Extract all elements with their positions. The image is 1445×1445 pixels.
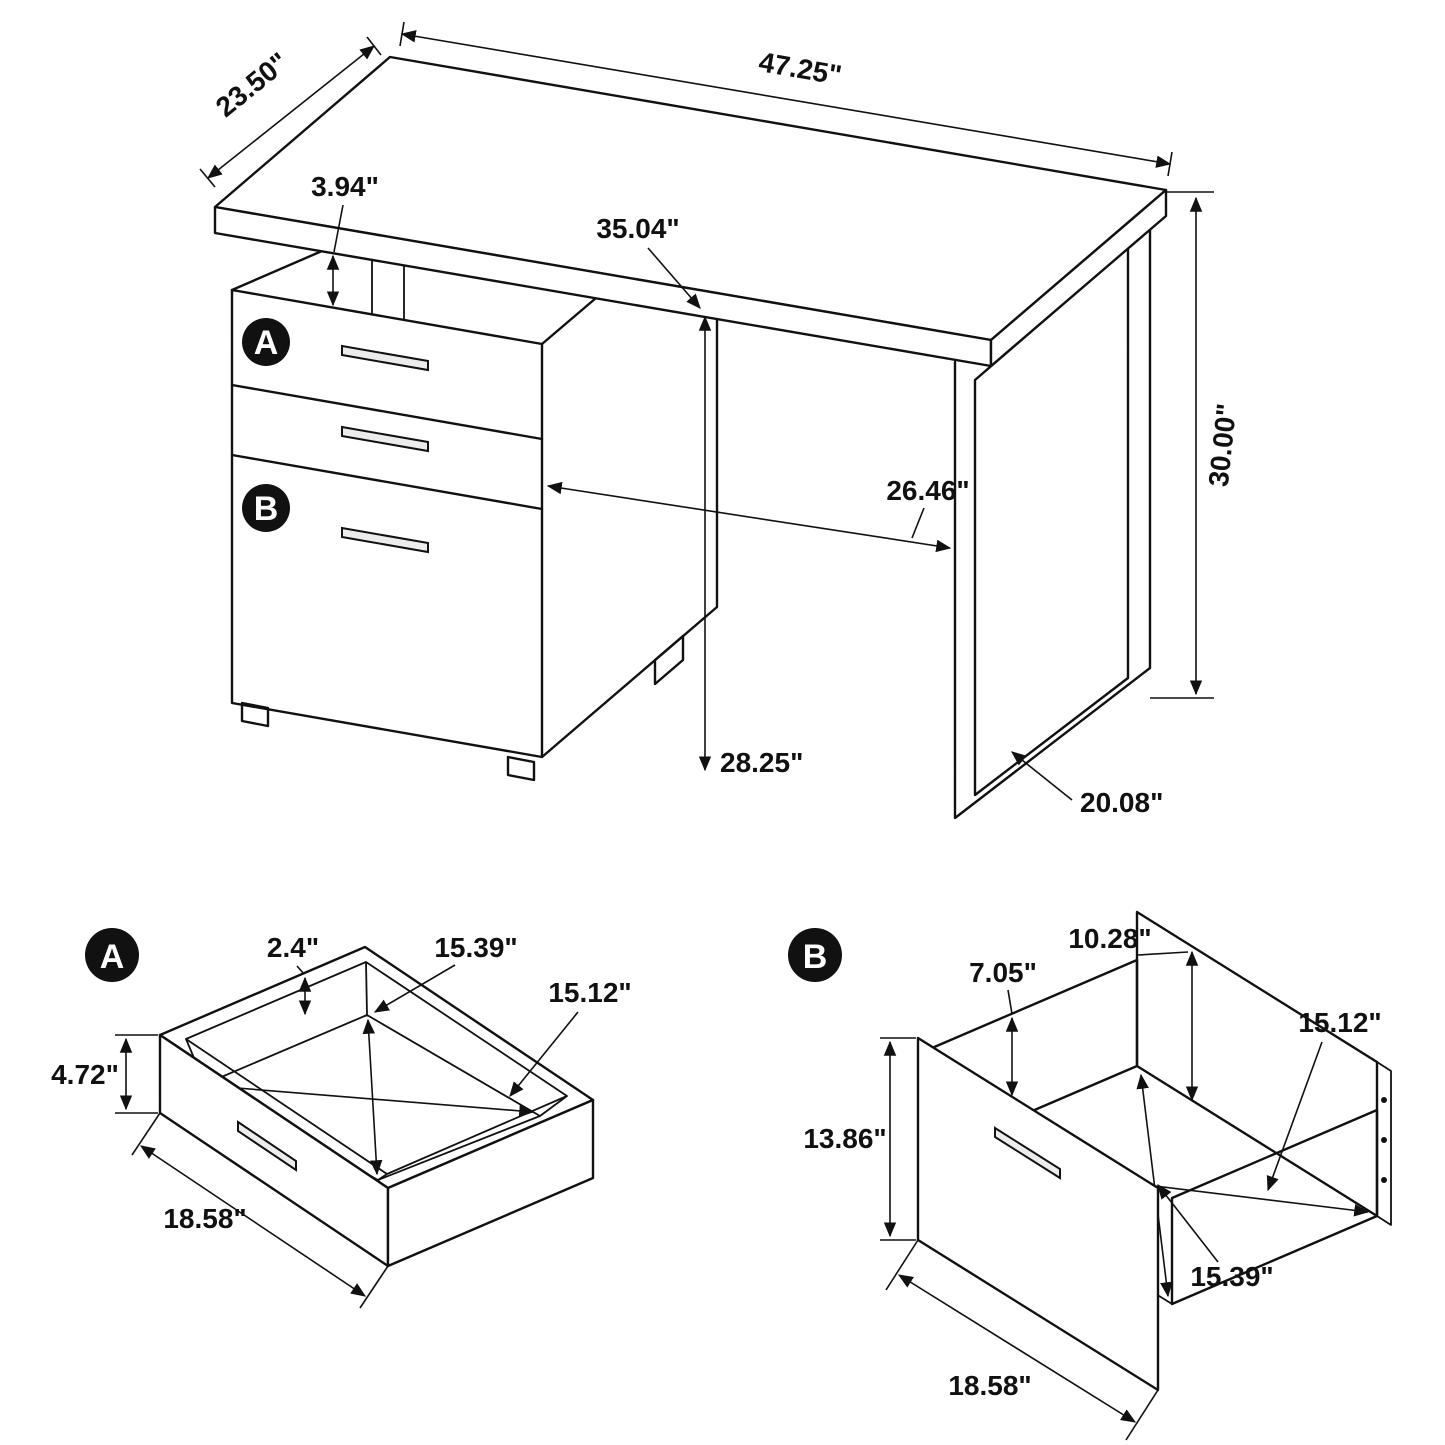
- dim-a-thickness-label: 2.4": [267, 932, 319, 963]
- dim-b-back-height-label: 10.28": [1068, 923, 1151, 954]
- dim-b-front-height-label: 13.86": [803, 1123, 886, 1154]
- dim-knee-height-label: 28.25": [720, 747, 803, 778]
- drawer-divider-1: [230, 383, 544, 441]
- dim-b-back-height: 10.28": [1068, 923, 1199, 1102]
- detail-a-side-panel: [386, 1098, 595, 1268]
- dim-a-inner-depth: 15.39": [373, 932, 518, 1013]
- detail-a-diag-depth-line: [362, 1018, 383, 1176]
- dim-top-length-line: [400, 30, 1172, 168]
- detail-b-badge-circle: [788, 928, 842, 982]
- drawer-a-handle: [341, 344, 429, 372]
- dim-b-outer-width: 18.58": [885, 1239, 1159, 1441]
- dim-leg-depth: 20.08": [1011, 751, 1163, 818]
- drawer-a-detail-view: A 4.72" 2.4" 15.39": [51, 928, 632, 1309]
- dim-a-outer-width-line: [139, 1145, 367, 1297]
- cabinet-foot-front-right: [506, 755, 536, 782]
- cabinet-foot-back: [653, 634, 685, 686]
- dim-a-thickness-leader: [296, 965, 305, 975]
- dim-top-depth-label: 23.50": [210, 46, 294, 123]
- dim-knee-width-line: [546, 481, 952, 553]
- desk-main-view: A B 47.25": [199, 21, 1243, 820]
- detail-a-badge-circle: [85, 928, 139, 982]
- dim-b-back-height-leader: [1137, 951, 1189, 956]
- dim-a-outer-width-label: 18.58": [163, 1203, 246, 1234]
- drawer-b-handle: [341, 526, 429, 554]
- detail-b-front-panel: [916, 1036, 1160, 1392]
- dim-top-depth-tick-left: [199, 168, 216, 188]
- drawer-a-badge-label: A: [254, 324, 279, 362]
- dim-overall-height: 30.00": [1150, 191, 1243, 699]
- drawer-a-badge: A: [242, 318, 290, 366]
- dim-leg-depth-leader: [1011, 751, 1073, 801]
- dim-overhang-label: 35.04": [596, 213, 679, 244]
- drawer-middle-handle: [341, 425, 429, 453]
- dim-overhang-leader: [647, 247, 701, 309]
- dim-b-inner-depth: 15.39": [1157, 1184, 1274, 1292]
- dim-overall-height-label: 30.00": [1203, 402, 1243, 488]
- dim-a-inner-width-label: 15.12": [548, 977, 631, 1008]
- detail-b-badge-label: B: [803, 938, 828, 976]
- dim-b-front-height: 13.86": [803, 1037, 916, 1241]
- drawer-b-badge-circle: [242, 484, 290, 532]
- dim-knee-height: 28.25": [698, 315, 803, 778]
- dim-a-inner-width: 15.12": [509, 977, 632, 1097]
- dim-a-thickness: 2.4": [267, 932, 319, 1016]
- dim-b-outer-width-label: 18.58": [948, 1370, 1031, 1401]
- screw-hole-2: [1381, 1137, 1387, 1143]
- dim-knee-width-leader: [911, 507, 925, 539]
- detail-b-back-panel: [1135, 910, 1379, 1218]
- cabinet-top-edge: [230, 249, 324, 292]
- dim-a-outer-width: 18.58": [131, 1112, 389, 1309]
- detail-b-handle: [994, 1126, 1061, 1180]
- dim-b-side-height: 7.05": [969, 957, 1037, 1097]
- dim-a-height: 4.72": [51, 1034, 158, 1114]
- dim-gap-height: 3.94": [311, 171, 379, 307]
- dim-overhang: 35.04": [596, 213, 701, 309]
- drawer-b-badge: B: [242, 484, 290, 532]
- leg-outer-edge: [953, 228, 1152, 820]
- dim-b-inner-depth-label: 15.39": [1190, 1261, 1273, 1292]
- dim-a-height-label: 4.72": [51, 1059, 119, 1090]
- dim-leg-depth-label: 20.08": [1080, 787, 1163, 818]
- screw-hole-1: [1381, 1097, 1387, 1103]
- cabinet-side-top-edge: [540, 296, 598, 346]
- dim-b-inner-depth-leader: [1157, 1184, 1219, 1263]
- dim-a-outer-width-tick-left: [131, 1112, 161, 1156]
- dim-knee-width: 26.46": [546, 475, 970, 553]
- dim-b-outer-width-tick-right: [1125, 1389, 1159, 1441]
- detail-a-badge-label: A: [100, 938, 125, 976]
- dim-b-outer-width-tick-left: [885, 1239, 919, 1291]
- desk-top: [213, 55, 1168, 368]
- cabinet-side-panel: [540, 317, 719, 759]
- detail-b-badge: B: [788, 928, 842, 982]
- dim-a-inner-depth-label: 15.39": [434, 932, 517, 963]
- drawer-divider-2: [230, 453, 544, 511]
- dim-b-inner-width-leader: [1266, 1041, 1323, 1192]
- dim-gap-height-leader: [333, 204, 344, 253]
- dim-a-inner-width-leader: [509, 1011, 579, 1097]
- dim-a-inner-depth-leader: [373, 964, 456, 1013]
- dim-b-outer-width-line: [897, 1274, 1137, 1423]
- drawer-a-badge-circle: [242, 318, 290, 366]
- dim-gap-height-label: 3.94": [311, 171, 379, 202]
- detail-a-badge: A: [85, 928, 139, 982]
- dim-a-outer-width-tick-right: [359, 1265, 389, 1309]
- dim-top-length-label: 47.25": [757, 46, 844, 91]
- cabinet-support-bracket: [371, 259, 405, 320]
- screw-hole-3: [1381, 1177, 1387, 1183]
- desk-cabinet: A B: [230, 249, 719, 782]
- desktop-right-edge: [989, 188, 1168, 368]
- dim-b-inner-width-label: 15.12": [1298, 1007, 1381, 1038]
- drawer-b-badge-label: B: [254, 490, 279, 528]
- dim-b-side-height-leader: [1007, 989, 1013, 1015]
- dim-top-depth-line: [207, 45, 375, 179]
- dim-knee-width-label: 26.46": [886, 475, 969, 506]
- cabinet-foot-front-left: [240, 701, 270, 728]
- dim-b-side-height-label: 7.05": [969, 957, 1037, 988]
- detail-b-right-side-thickness: [1376, 1061, 1392, 1226]
- dim-b-inner-width: 15.12": [1266, 1007, 1382, 1192]
- drawer-b-detail-view: B 13.86" 7.05": [788, 910, 1392, 1441]
